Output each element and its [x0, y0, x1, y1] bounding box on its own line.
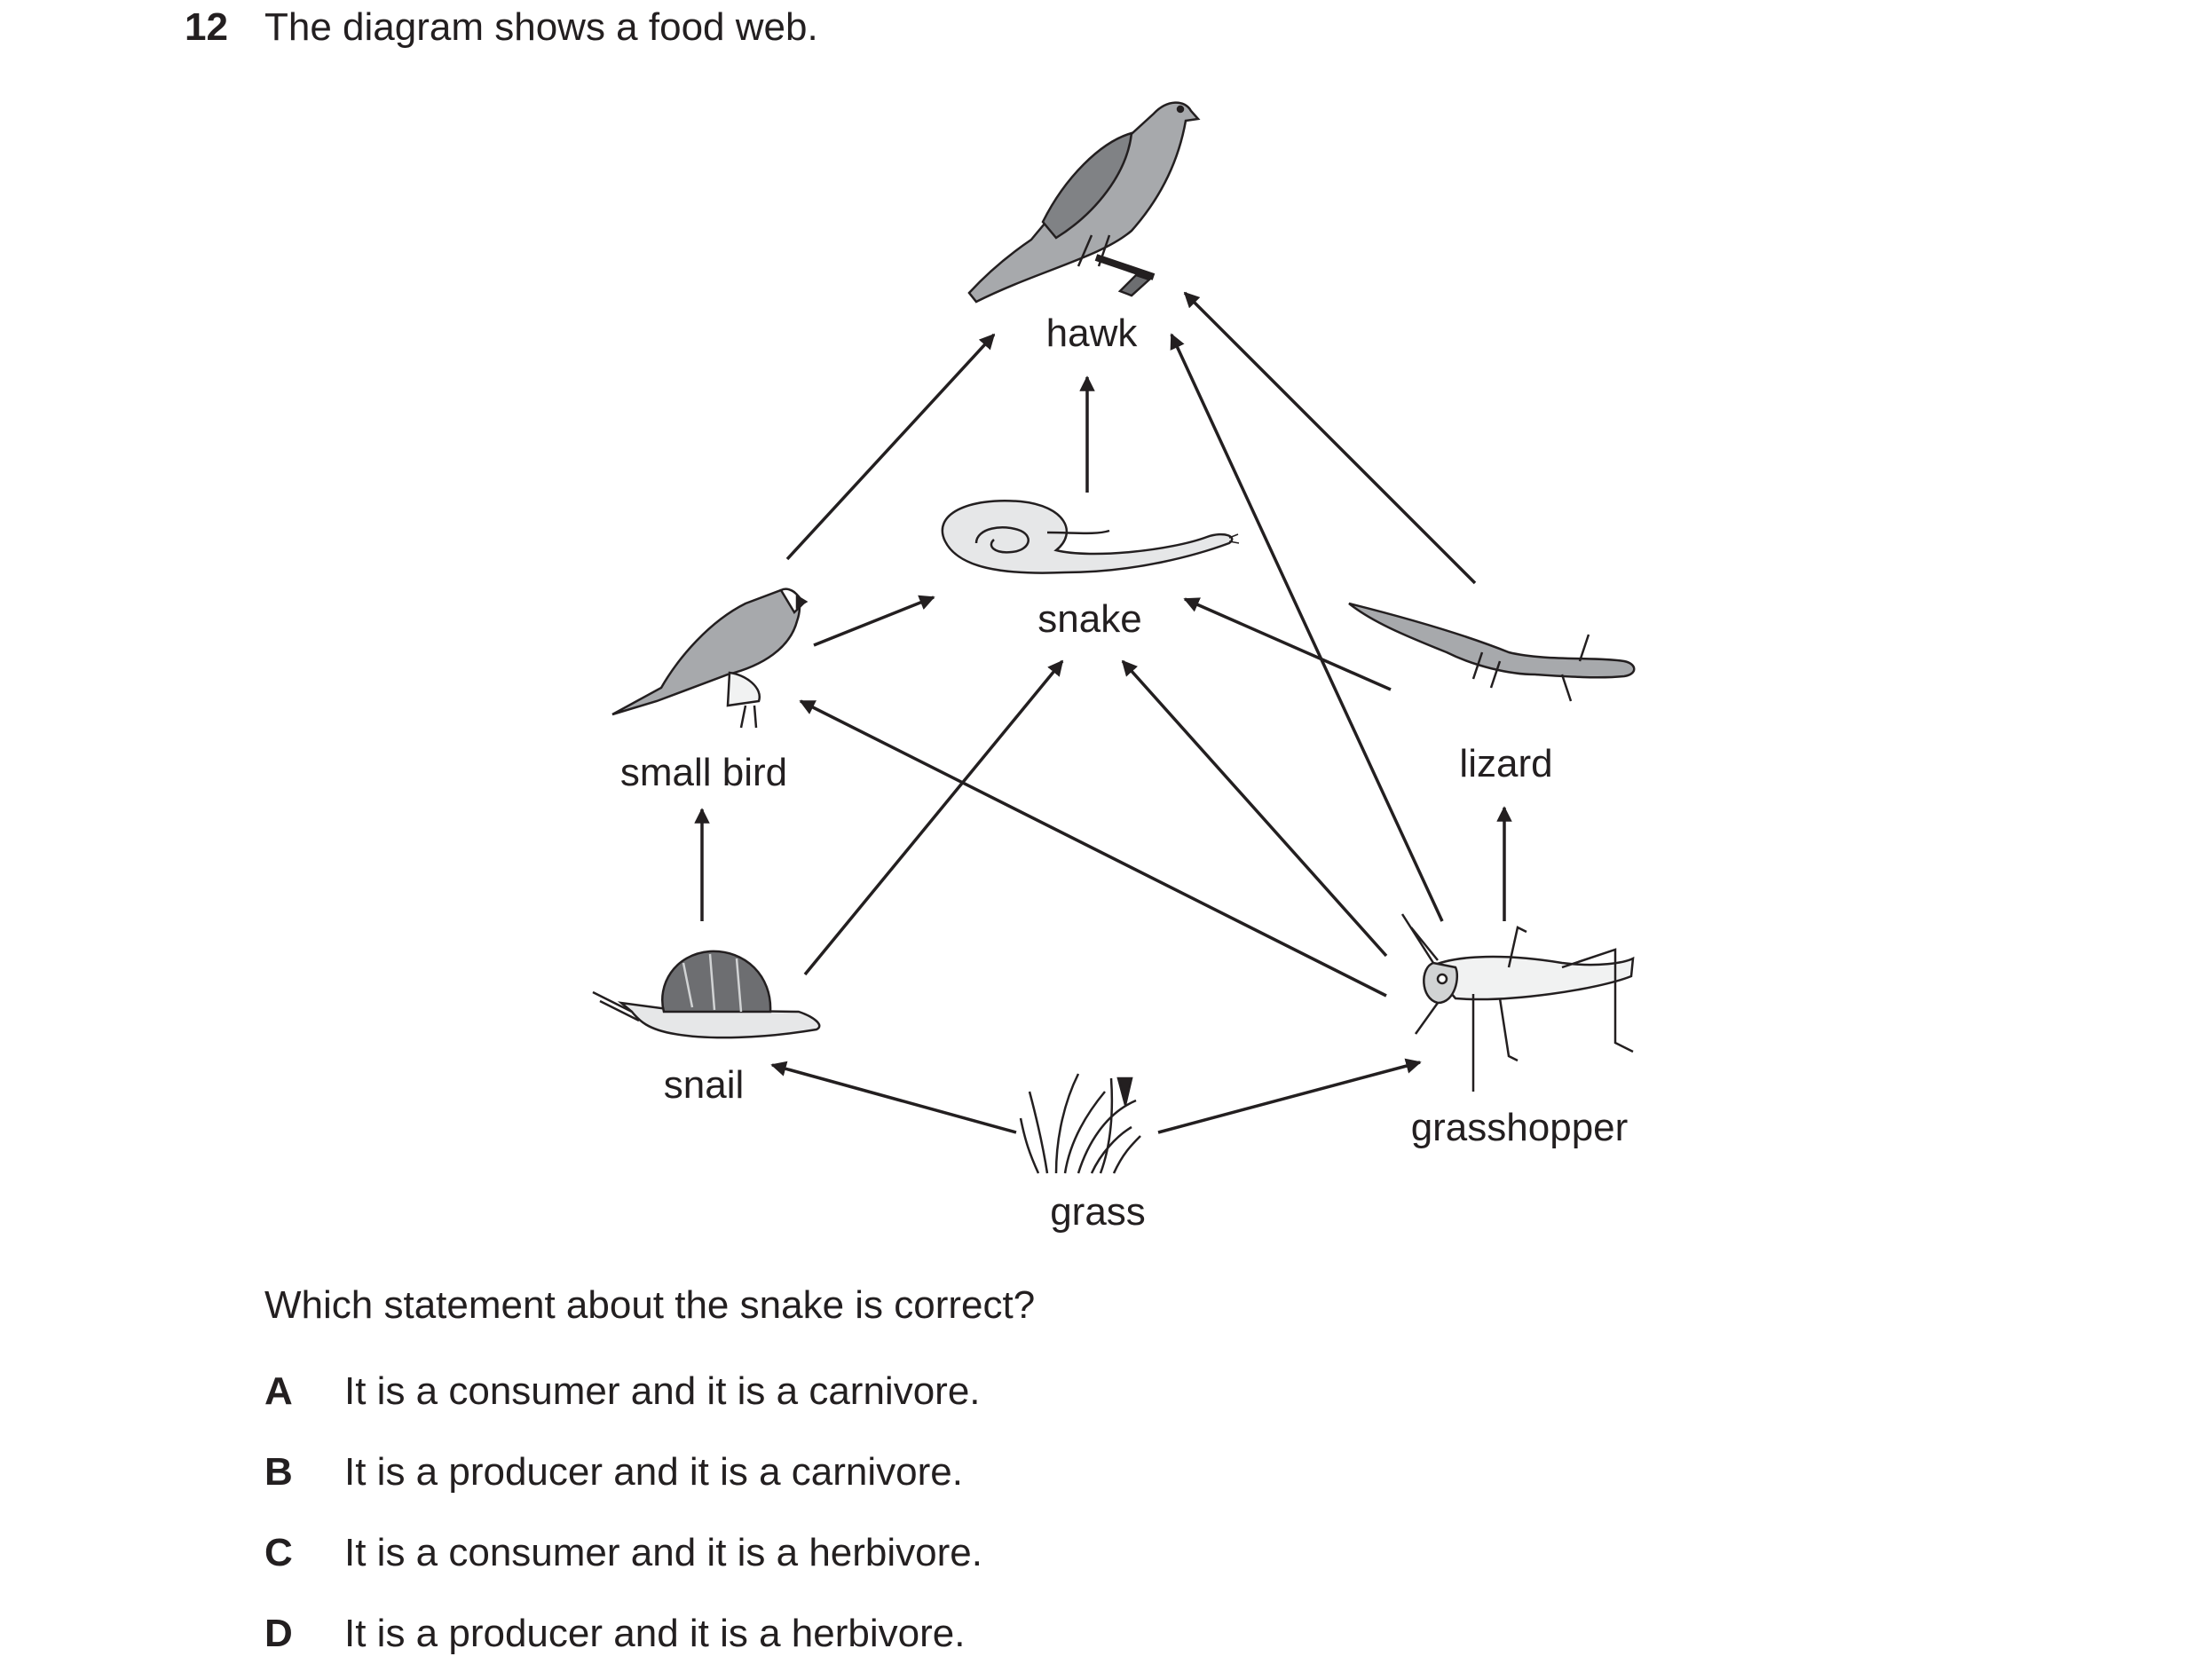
option-letter: A	[264, 1369, 293, 1413]
label-hawk: hawk	[1046, 312, 1139, 355]
lizard-image	[1348, 602, 1636, 702]
arrow-grass-to-grasshopper	[1157, 1058, 1422, 1134]
question-prompt: Which statement about the snake is corre…	[264, 1283, 1036, 1327]
label-grass: grass	[1050, 1190, 1146, 1234]
label-grasshopper: grasshopper	[1411, 1106, 1629, 1149]
option-d[interactable]: D It is a producer and it is a herbivore.	[264, 1612, 965, 1656]
option-c[interactable]: C It is a consumer and it is a herbivore.	[264, 1531, 982, 1575]
arrow-grasshopper-to-snake	[1121, 659, 1388, 958]
arrow-grasshopper-to-small-bird	[799, 699, 1387, 998]
question-intro: The diagram shows a food web.	[264, 5, 818, 49]
option-text: It is a consumer and it is a carnivore.	[344, 1369, 981, 1413]
hawk-image	[967, 101, 1201, 304]
option-a[interactable]: A It is a consumer and it is a carnivore.	[264, 1369, 981, 1414]
arrow-grass-to-snail	[770, 1061, 1017, 1134]
label-lizard: lizard	[1459, 742, 1552, 785]
option-letter: B	[264, 1450, 293, 1494]
option-b[interactable]: B It is a producer and it is a carnivore.	[264, 1450, 963, 1495]
label-snake: snake	[1037, 597, 1141, 641]
arrow-lizard-to-snake	[1183, 597, 1392, 691]
option-text: It is a consumer and it is a herbivore.	[344, 1531, 982, 1574]
snake-image	[941, 500, 1240, 574]
arrow-small-bird-to-hawk	[785, 333, 996, 561]
small-bird-image	[611, 588, 809, 729]
label-snail: snail	[664, 1063, 745, 1107]
label-small-bird: small bird	[620, 751, 787, 794]
grasshopper-image	[1400, 913, 1635, 1092]
question-number: 12	[185, 5, 228, 49]
arrow-grasshopper-to-hawk	[1170, 333, 1444, 922]
snail-image	[592, 950, 821, 1039]
arrow-snail-to-snake	[803, 659, 1064, 976]
option-text: It is a producer and it is a carnivore.	[344, 1450, 963, 1494]
option-letter: D	[264, 1612, 293, 1655]
arrow-small-bird-to-snake	[813, 595, 935, 647]
arrow-lizard-to-hawk	[1183, 291, 1477, 585]
option-letter: C	[264, 1531, 293, 1574]
grass-image	[1019, 1073, 1141, 1174]
option-text: It is a producer and it is a herbivore.	[344, 1612, 966, 1655]
